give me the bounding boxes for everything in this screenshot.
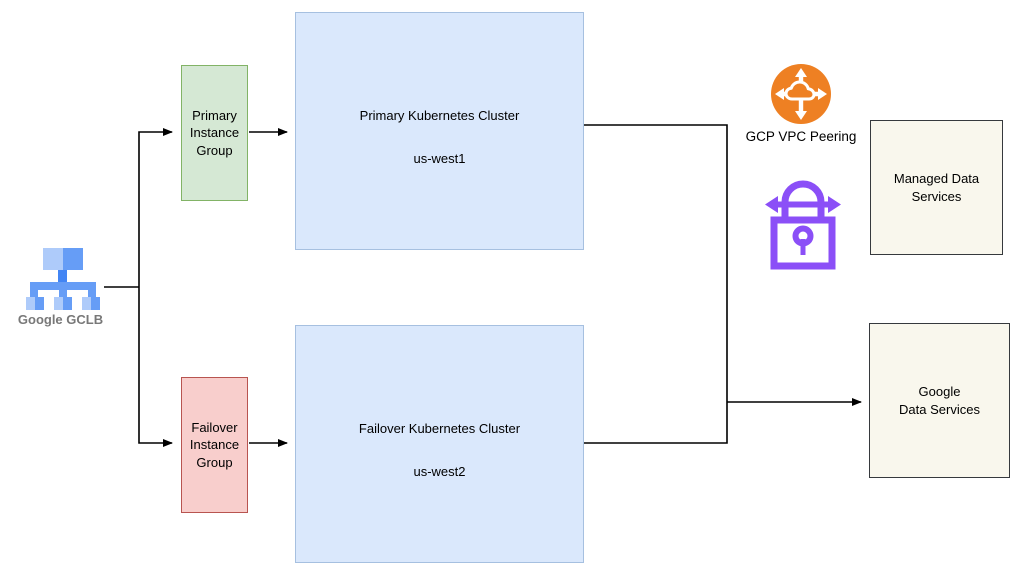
primary-instance-group-line2: Instance <box>189 125 240 141</box>
gclb-node[interactable]: Google GCLB <box>8 248 113 343</box>
vpc-peering-icon <box>771 64 831 124</box>
primary-cluster-region: us-west1 <box>413 151 466 166</box>
failover-instance-group-line1: Failover <box>191 419 238 435</box>
primary-instance-group-line1: Primary <box>192 107 237 123</box>
google-data-services-node[interactable]: Google Data Services <box>869 323 1010 478</box>
managed-data-services-line1: Managed Data <box>893 170 980 186</box>
failover-instance-group-node[interactable]: Failover Instance Group <box>181 377 248 513</box>
edge-gclb-to-primary-instance-group <box>138 128 173 287</box>
google-cloud-load-balancer-icon <box>26 248 100 310</box>
vpc-peering-node[interactable]: GCP VPC Peering <box>737 63 865 159</box>
vpc-peering-label: GCP VPC Peering <box>745 129 857 144</box>
failover-kubernetes-cluster-node[interactable]: Failover Kubernetes Cluster us-west2 <box>295 325 584 563</box>
managed-data-services-line2: Services <box>911 188 962 204</box>
primary-instance-group-node[interactable]: Primary Instance Group <box>181 65 248 201</box>
failover-cluster-title: Failover Kubernetes Cluster <box>358 421 521 436</box>
primary-kubernetes-cluster-node[interactable]: Primary Kubernetes Cluster us-west1 <box>295 12 584 250</box>
gclb-label: Google GCLB <box>17 312 104 327</box>
primary-instance-group-line3: Group <box>196 142 233 158</box>
failover-cluster-region: us-west2 <box>413 464 466 479</box>
edge-primary-cluster-to-riser <box>584 124 728 444</box>
google-data-services-line2: Data Services <box>899 401 980 417</box>
failover-instance-group-line2: Instance <box>189 437 240 453</box>
edge-gclb-to-failover-instance-group <box>138 287 173 447</box>
primary-cluster-title: Primary Kubernetes Cluster <box>359 108 520 123</box>
failover-instance-group-line3: Group <box>196 454 233 470</box>
lock-bidirectional-icon <box>765 180 841 270</box>
google-data-services-line1: Google <box>918 383 961 399</box>
managed-data-services-node[interactable]: Managed Data Services <box>870 120 1003 255</box>
